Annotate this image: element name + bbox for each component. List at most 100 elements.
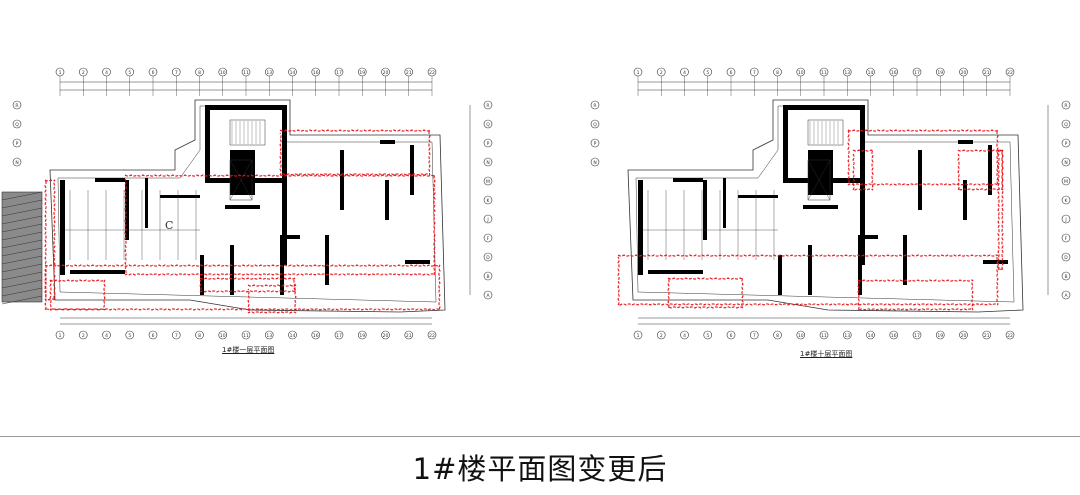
- axis-label: 2: [82, 70, 85, 76]
- axis-label: 5: [128, 333, 131, 339]
- wall: [903, 235, 907, 285]
- wall: [983, 260, 1008, 264]
- axis-label: 19: [937, 333, 943, 339]
- axis-label: 16: [891, 333, 897, 339]
- axis-label: 20: [961, 70, 967, 76]
- axis-label: A: [1064, 293, 1068, 299]
- axis-label: 22: [429, 70, 435, 76]
- axis-label: Q: [15, 122, 19, 128]
- revision-cloud: [44, 179, 56, 301]
- hatch-line: [1, 255, 43, 265]
- axis-bubble: [483, 271, 493, 281]
- axis-label: A: [486, 293, 490, 299]
- axis-bubble: [590, 119, 600, 129]
- revision-cloud: [44, 264, 441, 311]
- revision-cloud: [857, 279, 974, 311]
- wall: [858, 235, 878, 239]
- axis-label: 17: [914, 333, 920, 339]
- axis-label: 7: [753, 333, 756, 339]
- axis-bubble: [819, 330, 829, 340]
- wall: [125, 180, 129, 240]
- axis-label: P: [487, 141, 490, 147]
- axis-bubble: [483, 252, 493, 262]
- stair: [807, 119, 844, 146]
- wall: [380, 140, 395, 144]
- axis-bubble: [264, 330, 274, 340]
- axis-label: 8: [198, 70, 201, 76]
- wall: [340, 150, 344, 210]
- axis-label: 21: [406, 333, 412, 339]
- axis-bubble: [148, 330, 158, 340]
- axis-label: R: [486, 103, 489, 109]
- axis-bubble: [125, 330, 135, 340]
- axis-label: 17: [336, 333, 342, 339]
- page-title: 1#楼平面图变更后: [412, 452, 668, 486]
- axis-label: 1: [637, 333, 640, 339]
- wall: [778, 255, 782, 295]
- axis-bubble: [1061, 157, 1071, 167]
- axis-bubble: [483, 119, 493, 129]
- revision-cloud: [852, 149, 874, 191]
- axis-bubble: [241, 330, 251, 340]
- axis-bubble: [1061, 195, 1071, 205]
- axis-label: 2: [82, 333, 85, 339]
- plan-caption-floor-1: 1#楼一层平面图: [222, 346, 275, 354]
- axis-label: 4: [683, 70, 686, 76]
- axis-bubble: [590, 157, 600, 167]
- wall: [648, 270, 703, 274]
- wall: [783, 105, 863, 110]
- axis-label: B: [1064, 274, 1067, 280]
- axis-label: 6: [730, 333, 733, 339]
- wall: [280, 235, 300, 239]
- axis-label: 1: [59, 333, 62, 339]
- hatch-line: [1, 295, 43, 305]
- axis-label: 14: [290, 70, 296, 76]
- axis-label: 4: [683, 333, 686, 339]
- axis-bubble: [404, 330, 414, 340]
- axis-label: J: [1064, 217, 1066, 223]
- wall: [638, 180, 643, 275]
- axis-label: R: [15, 103, 18, 109]
- wall: [230, 150, 255, 195]
- axis-label: 6: [152, 70, 155, 76]
- axis-label: 13: [266, 333, 272, 339]
- wall: [325, 235, 329, 285]
- wall: [225, 205, 260, 209]
- axis-bubble: [866, 330, 875, 340]
- axis-bubble: [218, 330, 228, 340]
- axis-bubble: [288, 330, 297, 340]
- axis-label: N: [486, 160, 489, 166]
- axis-label: Q: [593, 122, 597, 128]
- axis-label: 10: [220, 333, 226, 339]
- axis-label: 11: [821, 70, 827, 76]
- axis-label: 10: [798, 70, 804, 76]
- axis-label: 17: [914, 70, 920, 76]
- axis-label: 17: [336, 70, 342, 76]
- elevator: [807, 159, 831, 201]
- axis-bubble: [483, 214, 493, 224]
- axis-bubble: [483, 100, 493, 110]
- axis-label: 7: [753, 70, 756, 76]
- hatched-terrace: [1, 191, 43, 303]
- axis-label: 22: [1007, 70, 1013, 76]
- wall: [808, 245, 812, 295]
- axis-bubble: [483, 138, 493, 148]
- axis-bubble: [483, 233, 493, 243]
- axis-label: M: [1064, 179, 1068, 185]
- axis-label: 1: [59, 70, 62, 76]
- axis-bubble: [796, 330, 806, 340]
- axis-label: 21: [406, 70, 412, 76]
- axis-label: 11: [243, 333, 249, 339]
- axis-label: F: [487, 236, 490, 242]
- wall: [145, 178, 148, 228]
- elevator-mark: [807, 159, 831, 201]
- axis-label: P: [594, 141, 597, 147]
- axis-bubble: [12, 100, 22, 110]
- axis-bubble: [171, 330, 181, 340]
- wall: [738, 195, 778, 198]
- wall: [918, 150, 922, 210]
- wall: [783, 105, 788, 180]
- wall: [385, 180, 389, 220]
- axis-label: 16: [313, 70, 319, 76]
- axis-label: P: [1065, 141, 1068, 147]
